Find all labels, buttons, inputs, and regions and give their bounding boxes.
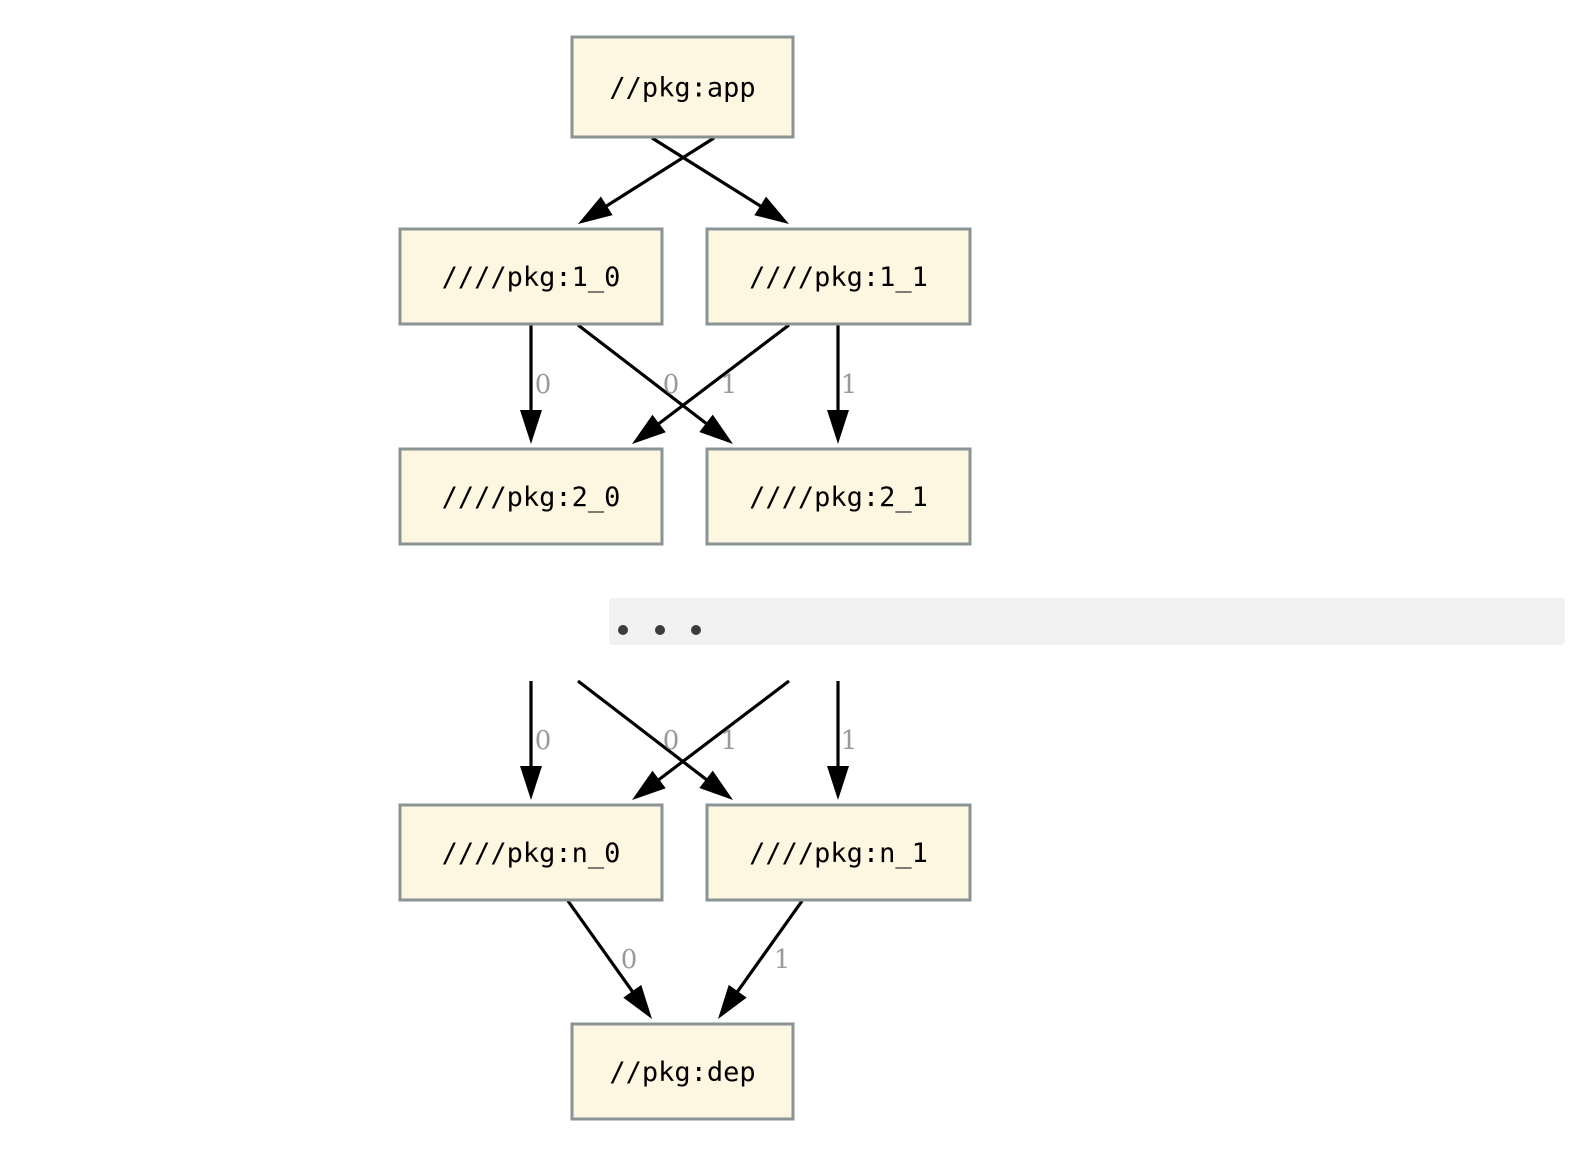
edge-label: 1: [841, 726, 858, 756]
node-box[interactable]: [398, 447, 664, 546]
node-box[interactable]: [570, 35, 795, 139]
edge-labels-layer: 0 1 0 1 0 1 0 1 0 1: [535, 370, 858, 975]
edge-line: [734, 900, 804, 996]
graph-node-ln_0[interactable]: ////pkg:n_0: [398, 803, 664, 902]
ellipsis-dot: [618, 625, 628, 635]
node-label: ////pkg:n_1: [749, 838, 928, 869]
edge-arrowhead: [718, 984, 747, 1019]
edge-arrowhead: [520, 410, 542, 444]
node-label: ////pkg:n_0: [442, 838, 621, 869]
node-box[interactable]: [705, 447, 972, 546]
node-label: //pkg:dep: [609, 1057, 755, 1088]
edge-label: 0: [535, 370, 552, 400]
node-label: ////pkg:2_0: [442, 482, 621, 513]
edge-arrowhead: [827, 410, 849, 444]
edge-arrowhead: [699, 414, 733, 444]
node-label: ////pkg:1_1: [749, 262, 928, 293]
graph-node-l1_1[interactable]: ////pkg:1_1: [705, 227, 972, 326]
edge-label: 1: [721, 370, 738, 400]
node-box[interactable]: [705, 803, 972, 902]
edge-line: [654, 679, 790, 784]
node-box[interactable]: [398, 803, 664, 902]
graph-node-l1_0[interactable]: ////pkg:1_0: [398, 227, 664, 326]
edge-line: [577, 679, 711, 784]
ellipsis-separator: [609, 598, 1565, 645]
edge-arrowhead: [623, 984, 652, 1019]
nodes-layer: //pkg:app ////pkg:1_0 ////pkg:1_1 ////pkg:2…: [398, 35, 972, 1121]
edge-line: [654, 323, 790, 428]
graph-node-app[interactable]: //pkg:app: [570, 35, 795, 139]
node-label: ////pkg:1_0: [442, 262, 621, 293]
edge-arrowhead: [699, 770, 733, 800]
ellipsis-dot: [691, 625, 701, 635]
edge-label: 1: [841, 370, 858, 400]
graph-node-l2_0[interactable]: ////pkg:2_0: [398, 447, 664, 546]
node-box[interactable]: [705, 227, 972, 326]
edge-label: 0: [535, 726, 552, 756]
edge-arrowhead: [632, 770, 666, 800]
edge-arrowhead: [827, 766, 849, 800]
edge-arrowhead: [632, 414, 666, 444]
node-box[interactable]: [570, 1022, 795, 1121]
edge-label: 0: [663, 370, 680, 400]
node-box[interactable]: [398, 227, 664, 326]
graph-node-dep[interactable]: //pkg:dep: [570, 1022, 795, 1121]
edge-line: [602, 136, 715, 210]
edge-label: 1: [774, 945, 791, 975]
graph-node-l2_1[interactable]: ////pkg:2_1: [705, 447, 972, 546]
edge-label: 1: [721, 726, 738, 756]
edge-label: 0: [663, 726, 680, 756]
ellipsis-dot: [655, 625, 665, 635]
edge-label: 0: [621, 945, 638, 975]
edge-arrowhead: [578, 196, 613, 224]
node-label: ////pkg:2_1: [749, 482, 928, 513]
edge-line: [566, 900, 636, 996]
edge-arrowhead: [754, 196, 789, 224]
graph-node-ln_1[interactable]: ////pkg:n_1: [705, 803, 972, 902]
edge-line: [651, 136, 765, 210]
edges-layer: [520, 136, 849, 1019]
edge-line: [577, 323, 711, 428]
edge-arrowhead: [520, 766, 542, 800]
node-label: //pkg:app: [609, 73, 755, 104]
ellipsis-band: [609, 598, 1565, 645]
